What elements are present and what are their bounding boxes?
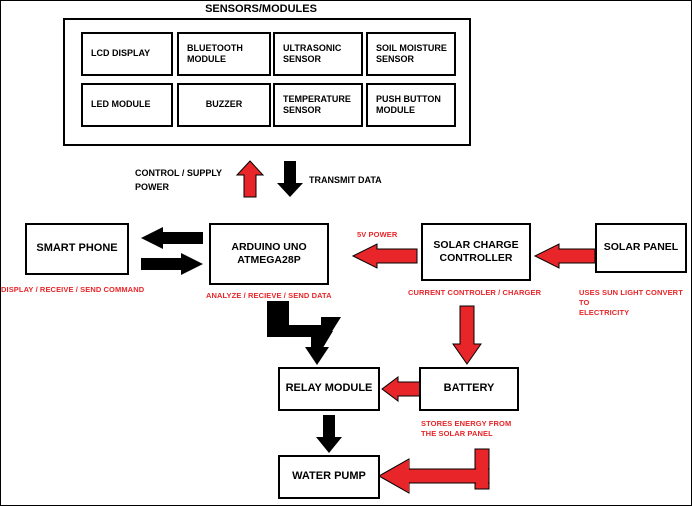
- arrow-smartphone-to-arduino: [141, 253, 203, 275]
- arrow-arduino-to-sensors-data: [277, 161, 303, 197]
- block-arduino-uno[interactable]: ARDUINO UNO ATMEGA28P: [209, 223, 329, 285]
- block-label: WATER PUMP: [292, 470, 366, 483]
- block-label-line2: CONTROLLER: [439, 252, 513, 264]
- block-water-pump[interactable]: WATER PUMP: [278, 455, 380, 499]
- sensor-label: SOIL MOISTURE SENSOR: [376, 42, 447, 64]
- block-relay-module[interactable]: RELAY MODULE: [278, 367, 380, 411]
- sensor-box-ultrasonic-sensor[interactable]: ULTRASONIC SENSOR: [273, 32, 363, 76]
- block-label: RELAY MODULE: [285, 382, 373, 395]
- block-label: BATTERY: [443, 382, 495, 395]
- block-smart-phone[interactable]: SMART PHONE: [25, 223, 129, 275]
- caption-smart-phone: DISPLAY / RECEIVE / SEND COMMAND: [1, 285, 145, 294]
- caption-arduino: ANALYZE / RECIEVE / SEND DATA: [206, 291, 332, 300]
- sensor-box-buzzer[interactable]: BUZZER: [177, 83, 271, 127]
- block-label-line1: ARDUINO UNO: [231, 240, 307, 253]
- sensor-box-temperature-sensor[interactable]: TEMPERATURE SENSOR: [273, 83, 363, 127]
- arrow-battery-to-relay: [381, 376, 421, 402]
- arrow-controller-to-battery: [452, 305, 482, 365]
- block-label-line2: ATMEGA28P: [237, 254, 301, 266]
- block-solar-panel[interactable]: SOLAR PANEL: [595, 223, 687, 273]
- caption-battery: STORES ENERGY FROM THE SOLAR PANEL: [421, 419, 512, 439]
- caption-solar-panel: USES SUN LIGHT CONVERT TO ELECTRICITY: [579, 288, 683, 318]
- arrow-relay-to-water-pump: [316, 415, 342, 453]
- page-title: SENSORS/MODULES: [205, 3, 317, 15]
- arrow-arduino-to-relay: [259, 301, 349, 367]
- arrow-battery-to-water-pump: [377, 443, 490, 499]
- sensor-label: BUZZER: [205, 99, 243, 110]
- sensor-label: TEMPERATURE SENSOR: [283, 93, 351, 115]
- caption-solar-charge-controller: CURRENT CONTROLER / CHARGER: [408, 288, 542, 297]
- sensor-label: BLUETOOTH MODULE: [187, 42, 243, 64]
- sensor-box-led-module[interactable]: LED MODULE: [81, 83, 173, 127]
- block-label: SMART PHONE: [36, 242, 118, 255]
- sensor-label: ULTRASONIC SENSOR: [283, 42, 342, 64]
- block-label-line1: SOLAR CHARGE: [433, 238, 519, 251]
- control-supply-power-label: CONTROL / SUPPLY POWER: [135, 168, 222, 192]
- sensor-box-soil-moisture-sensor[interactable]: SOIL MOISTURE SENSOR: [366, 32, 456, 76]
- arrow-solar-panel-to-controller: [533, 243, 596, 269]
- transmit-data-label: TRANSMIT DATA: [309, 175, 382, 185]
- sensor-label: LCD DISPLAY: [91, 48, 151, 59]
- block-solar-charge-controller[interactable]: SOLAR CHARGE CONTROLLER: [421, 223, 531, 281]
- sensor-box-bluetooth-module[interactable]: BLUETOOTH MODULE: [177, 32, 271, 76]
- arrow-sensors-to-arduino-power: [235, 160, 265, 198]
- five-volt-power-label: 5V POWER: [357, 230, 398, 239]
- block-battery[interactable]: BATTERY: [419, 367, 519, 411]
- arrow-controller-to-arduino-5v: [351, 243, 418, 269]
- sensor-label: PUSH BUTTON MODULE: [376, 93, 441, 115]
- arrow-arduino-to-smartphone: [141, 227, 203, 249]
- sensor-box-lcd-display[interactable]: LCD DISPLAY: [81, 32, 173, 76]
- sensor-box-push-button-module[interactable]: PUSH BUTTON MODULE: [366, 83, 456, 127]
- block-label: SOLAR PANEL: [603, 241, 679, 254]
- sensor-label: LED MODULE: [91, 99, 151, 110]
